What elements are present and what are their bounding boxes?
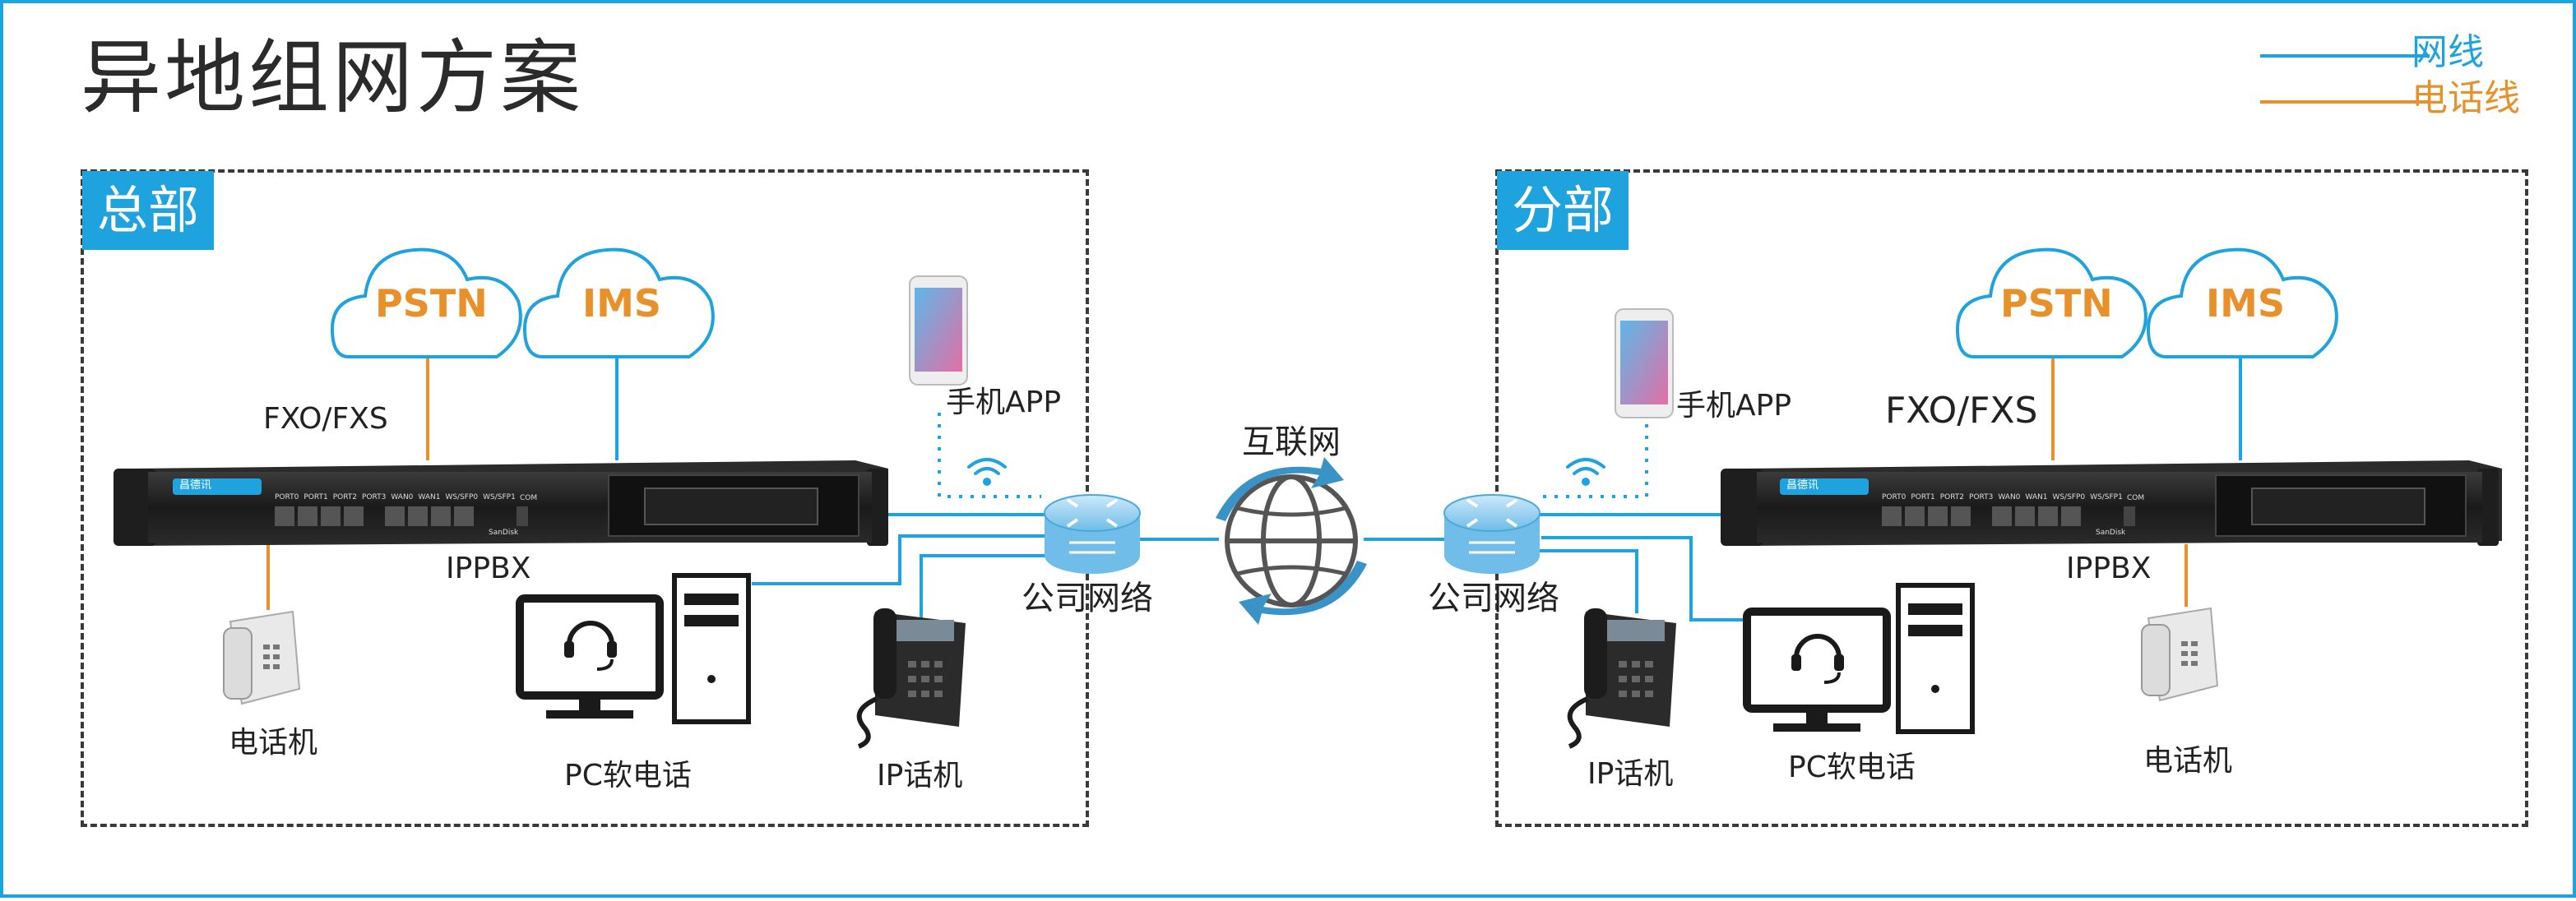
port-label: PORT3 [362,493,387,501]
hq-mobile-icon [909,275,968,386]
port-label: WS/SFP1 [2090,493,2123,501]
port-label: WAN0 [391,493,414,501]
hq-device-brand: 昌德讯 [179,479,212,492]
legend-network-label: 网线 [2412,31,2484,73]
hq-pc-label: PC软电话 [564,759,692,792]
hq-ippbx-device [114,460,888,546]
branch-pc-icon [1743,583,1975,734]
branch-mobile-icon [1615,308,1674,418]
hq-device-port-labels: PORT0 PORT1 PORT2 PORT3 WAN0 WAN1 WS/SFP… [275,493,516,501]
branch-fxo-label: FXO/FXS [1885,390,2038,432]
branch-analog-phone-icon [2141,607,2219,702]
branch-device-brand: 昌德讯 [1786,479,1819,492]
hq-pc-icon [516,573,751,724]
port-label: WS/SFP0 [2052,493,2086,501]
branch-pc-label: PC软电话 [1788,751,1916,784]
port-label: PORT2 [1939,493,1965,501]
hq-mobile-label: 手机APP [946,386,1062,419]
port-label: WS/SFP1 [483,493,516,501]
hq-pc-router-line [752,534,1046,585]
branch-phone-label: 电话机 [2143,744,2233,778]
internet-label: 互联网 [1242,423,1341,461]
hq-ims-label: IMS [582,281,662,326]
hq-wifi-icon [967,458,1007,486]
branch-ippbx-label: IPPBX [2066,552,2152,585]
branch-device-sandisk: SanDisk [2096,529,2126,537]
branch-router-pc-line [1541,536,1745,621]
legend-phone-label: 电话线 [2412,77,2520,119]
branch-ims-cloud [2146,247,2338,358]
branch-device-com: COM [2127,494,2145,502]
legend-network-line [2260,54,2430,58]
branch-ims-label: IMS [2206,281,2286,326]
legend-phone-line [2260,100,2430,104]
hq-device-com: COM [520,494,538,502]
port-label: PORT1 [1911,493,1935,501]
hq-pstn-label: PSTN [375,281,488,326]
port-label: PORT2 [332,493,358,501]
hq-ippbx-label: IPPBX [446,552,531,585]
branch-wifi-icon [1566,458,1605,486]
hq-analog-phone-icon [223,610,301,705]
hq-router-icon [1044,494,1141,574]
branch-router-label: 公司网络 [1428,580,1559,617]
port-label: PORT1 [303,493,328,501]
branch-pstn-cloud [1955,247,2147,358]
hq-router-label: 公司网络 [1022,580,1153,617]
hq-mobile-wifi-line [938,413,1041,498]
branch-router-icon [1443,494,1541,574]
branch-mobile-wifi-line [1540,413,1648,498]
branch-pstn-label: PSTN [2000,281,2113,326]
branch-mobile-label: 手机APP [1676,389,1792,423]
topology-drawing [114,247,2502,749]
hq-ip-phone-icon [856,608,966,749]
port-label: PORT3 [1969,493,1994,501]
port-label: PORT0 [1882,493,1907,501]
branch-ipphone-label: IP话机 [1587,757,1674,791]
port-label: PORT0 [275,493,299,501]
hq-ims-cloud [522,247,715,358]
page-title: 异地组网方案 [81,31,585,125]
branch-ip-phone-icon [1567,608,1676,749]
branch-tag: 分部 [1497,171,1629,250]
hq-ipphone-label: IP话机 [877,759,963,792]
branch-device-port-labels: PORT0 PORT1 PORT2 PORT3 WAN0 WAN1 WS/SFP… [1882,493,2123,501]
branch-ippbx-device [1721,460,2502,546]
hq-pstn-cloud [330,247,522,358]
branch-router-ipphone-line [1525,549,1638,613]
port-label: WAN1 [418,493,441,501]
port-label: WS/SFP0 [445,493,479,501]
hq-device-sandisk: SanDisk [489,529,519,537]
internet-globe-icon [1216,457,1367,625]
hq-phone-label: 电话机 [229,726,318,760]
hq-fxo-label: FXO/FXS [263,402,388,436]
hq-tag: 总部 [82,171,215,250]
port-label: WAN1 [2025,493,2048,501]
port-label: WAN0 [1998,493,2021,501]
hq-ipphone-router-line [920,554,1056,631]
